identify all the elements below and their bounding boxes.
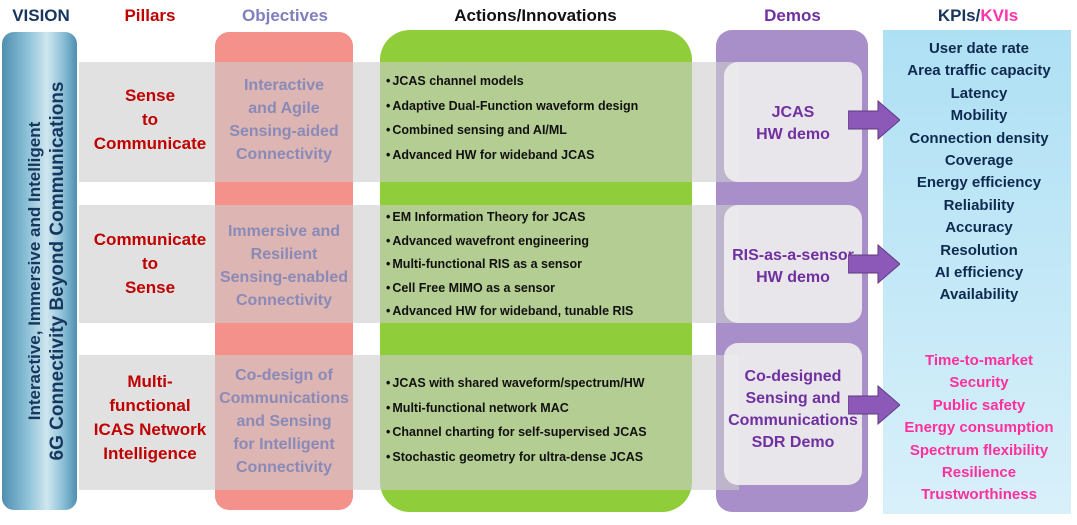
objective-line: Interactive [243,77,325,94]
header-kpis-kvis: KPIs/KVIs [888,6,1068,26]
kpi-column [883,30,1071,514]
action-item: Channel charting for self-supervised JCA… [386,420,691,445]
kvi-item: Public safety [932,396,1026,414]
pillar-3: Multi- functional ICAS Network Intellige… [80,370,220,466]
action-item: JCAS with shared waveform/spectrum/HW [386,371,691,396]
actions-list-1: JCAS channel models Adaptive Dual-Functi… [386,69,691,167]
objective-line: for Intelligent [233,436,335,453]
pillar-2: Communicate to Sense [80,228,220,300]
demo-line: Co-designed [744,368,842,385]
kpi-item: Availability [939,286,1019,304]
pillar-line: ICAS Network [93,420,207,439]
kvi-item: Security [949,374,1009,392]
action-item: Advanced wavefront engineering [386,230,691,254]
vision-line-1: Interactive, Immersive and Intelligent [25,121,44,421]
kpi-item: Coverage [944,152,1014,170]
kpi-item: Accuracy [945,219,1013,237]
demo-line: Communications [728,412,858,429]
action-item: Combined sensing and AI/ML [386,118,691,143]
vision-statement: Interactive, Immersive and Intelligent 6… [24,39,68,503]
action-item: Multi-functional RIS as a sensor [386,253,691,277]
action-item: Advanced HW for wideband JCAS [386,143,691,168]
action-item: EM Information Theory for JCAS [386,206,691,230]
objective-line: Sensing-enabled [219,269,349,286]
header-kvis: KVIs [980,6,1019,25]
demo-box-2 [724,205,862,323]
demo-line: HW demo [756,126,830,143]
objective-line: Connectivity [235,292,332,309]
kpi-item: Latency [950,84,1008,102]
action-item: Multi-functional network MAC [386,396,691,421]
action-item: Adaptive Dual-Function waveform design [386,94,691,119]
kvi-list: Time-to-market Security Public safety En… [890,350,1068,507]
kvi-item: Energy consumption [904,419,1054,437]
header-kpis: KPIs/ [937,6,981,25]
actions-list-2: EM Information Theory for JCAS Advanced … [386,206,691,324]
header-actions: Actions/Innovations [454,6,617,25]
objective-line: and Agile [248,100,320,117]
objective-line: Sensing-aided [229,123,339,140]
objective-1: Interactive and Agile Sensing-aided Conn… [215,74,353,166]
demo-box-3 [724,343,862,485]
kpi-item: Resolution [940,241,1018,259]
right-arrow-icon [848,244,900,284]
pillar-line: to [141,254,159,273]
header-objectives: Objectives [242,6,328,25]
action-item: Cell Free MIMO as a sensor [386,277,691,301]
objective-line: Co-design of [235,367,333,384]
actions-list-3: JCAS with shared waveform/spectrum/HW Mu… [386,371,691,469]
objective-line: Communications [219,390,349,407]
objective-3: Co-design of Communications and Sensing … [215,364,353,479]
demo-3: Co-designed Sensing and Communications S… [716,366,870,454]
pillar-line: to [141,110,159,129]
demo-line: Sensing and [745,390,841,407]
kvi-item: Resilience [941,464,1017,482]
objective-line: and Sensing [236,413,332,430]
pillar-line: Communicate [93,134,207,153]
demo-box-1 [724,62,862,182]
objective-line: Connectivity [235,459,332,476]
action-item: JCAS channel models [386,69,691,94]
kpi-item: Energy efficiency [916,174,1042,192]
kpi-list: User date rate Area traffic capacity Lat… [890,38,1068,307]
kpi-item: User date rate [928,40,1030,57]
vision-banner: Interactive, Immersive and Intelligent 6… [2,32,77,510]
action-item: Advanced HW for wideband, tunable RIS [386,300,691,324]
pillar-line: Multi- [127,372,173,391]
demo-line: JCAS [771,104,815,121]
pillar-line: Communicate [93,230,207,249]
demo-line: HW demo [756,269,830,286]
kpi-item: Reliability [943,196,1015,214]
objective-2: Immersive and Resilient Sensing-enabled … [215,220,353,312]
pillar-line: functional [109,396,191,415]
vision-line-2: 6G Connectivity Beyond Communications [47,81,68,461]
pillar-line: Sense [124,278,176,297]
objective-line: Connectivity [235,146,332,163]
header-vision: VISION [12,6,70,25]
kpi-item: AI efficiency [934,264,1024,282]
demo-line: RIS-as-a-sensor [732,247,854,264]
demo-2: RIS-as-a-sensor HW demo [716,245,870,289]
pillar-1: Sense to Communicate [80,84,220,156]
header-demos: Demos [764,6,821,25]
right-arrow-icon [848,100,900,140]
demo-1: JCAS HW demo [716,102,870,146]
kpi-item: Mobility [950,107,1008,125]
objective-line: Immersive and [227,223,341,240]
kvi-item: Trustworthiness [921,486,1037,504]
kvi-item: Time-to-market [924,352,1034,369]
action-item: Stochastic geometry for ultra-dense JCAS [386,445,691,470]
kvi-item: Spectrum flexibility [909,441,1049,459]
pillar-line: Sense [124,86,176,105]
demo-line: SDR Demo [751,434,835,451]
header-pillars: Pillars [124,6,176,25]
kpi-item: Area traffic capacity [907,62,1051,80]
pillar-line: Intelligence [103,444,197,463]
objective-line: Resilient [250,246,318,263]
right-arrow-icon [848,385,900,425]
kpi-item: Connection density [909,129,1049,147]
